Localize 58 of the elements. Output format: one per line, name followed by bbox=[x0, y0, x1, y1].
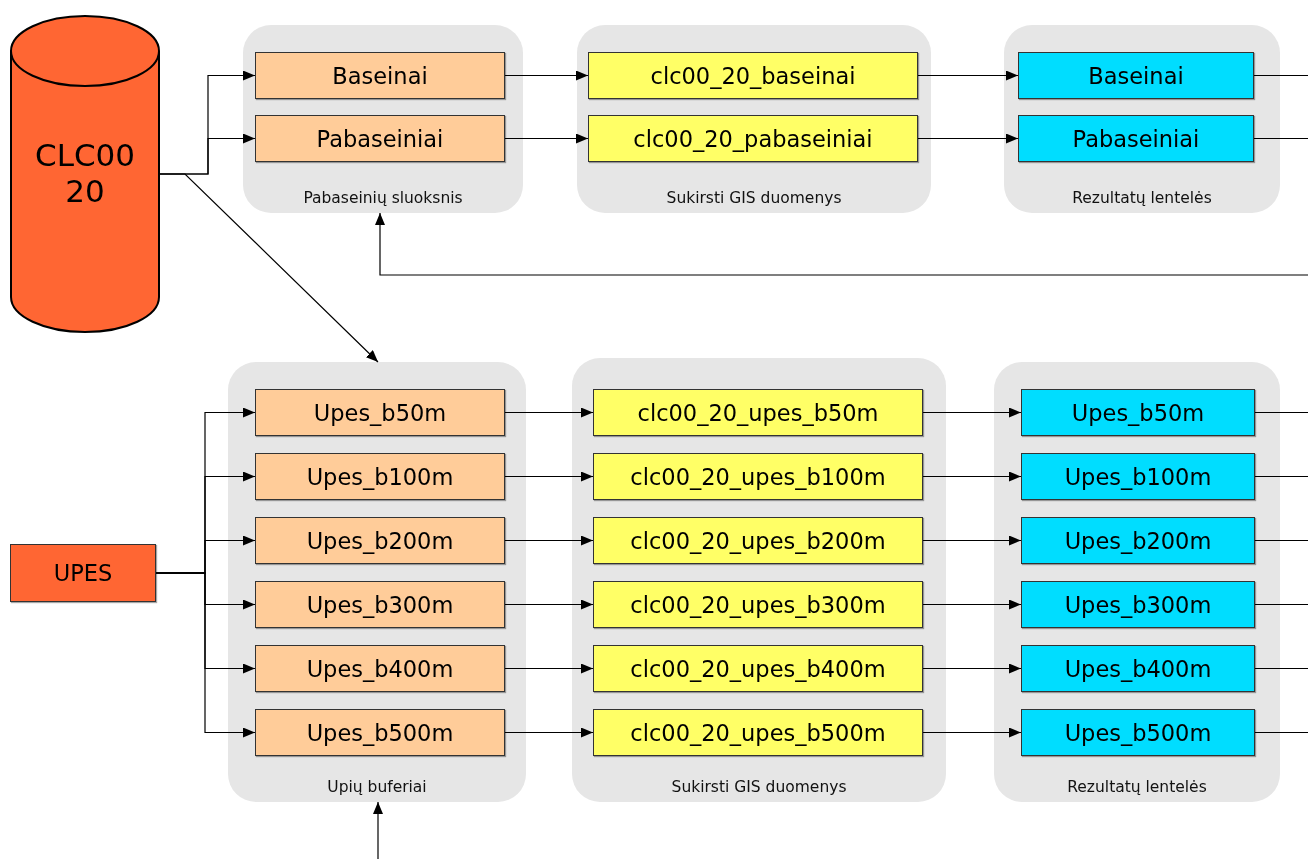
connector-arrow bbox=[917, 133, 1019, 144]
connector-arrow bbox=[922, 407, 1022, 418]
group-panel bbox=[228, 362, 526, 802]
connector-arrow bbox=[504, 133, 589, 144]
group-panel bbox=[994, 362, 1280, 802]
data-box: Upes_b400m bbox=[1021, 645, 1255, 692]
connector-arrow bbox=[504, 727, 594, 738]
data-box: Upes_b50m bbox=[1021, 389, 1255, 436]
data-box: clc00_20_upes_b100m bbox=[593, 453, 923, 500]
data-box: Upes_b300m bbox=[1021, 581, 1255, 628]
connector-arrow bbox=[155, 572, 256, 738]
group-caption: Sukirsti GIS duomenys bbox=[665, 189, 843, 207]
group-panel bbox=[577, 25, 931, 213]
data-box: UPES bbox=[10, 544, 156, 602]
group-panel bbox=[243, 25, 523, 213]
data-box: Upes_b100m bbox=[1021, 453, 1255, 500]
data-box: clc00_20_baseinai bbox=[588, 52, 918, 99]
connector-arrow bbox=[504, 471, 594, 482]
connector-arrow bbox=[504, 535, 594, 546]
connector-arrow bbox=[375, 212, 1308, 276]
group-caption: Upių buferiai bbox=[326, 778, 428, 796]
connector-arrow bbox=[917, 70, 1019, 81]
data-box: Pabaseiniai bbox=[1018, 115, 1254, 162]
group-caption: Rezultatų lentelės bbox=[1066, 778, 1208, 796]
group-caption: Pabaseinių sluoksnis bbox=[302, 189, 464, 207]
data-box: Upes_b100m bbox=[255, 453, 505, 500]
data-box: Upes_b500m bbox=[255, 709, 505, 756]
connector-arrow bbox=[922, 663, 1022, 674]
database-label: CLC00 20 bbox=[34, 138, 136, 210]
connector-arrow bbox=[159, 173, 379, 363]
connector-arrow bbox=[922, 727, 1022, 738]
connector-arrow bbox=[922, 535, 1022, 546]
connector-arrow bbox=[504, 407, 594, 418]
group-panel bbox=[572, 358, 946, 802]
connector-arrow bbox=[922, 471, 1022, 482]
data-box: Upes_b500m bbox=[1021, 709, 1255, 756]
group-panel bbox=[1004, 25, 1280, 213]
data-box: clc00_20_upes_b50m bbox=[593, 389, 923, 436]
data-box: clc00_20_upes_b200m bbox=[593, 517, 923, 564]
connector-arrow bbox=[504, 663, 594, 674]
connector-arrow bbox=[504, 70, 589, 81]
data-box: Upes_b400m bbox=[255, 645, 505, 692]
data-box: Baseinai bbox=[1018, 52, 1254, 99]
data-box: clc00_20_upes_b400m bbox=[593, 645, 923, 692]
data-box: Pabaseiniai bbox=[255, 115, 505, 162]
data-box: Upes_b300m bbox=[255, 581, 505, 628]
group-caption: Sukirsti GIS duomenys bbox=[670, 778, 848, 796]
data-box: Upes_b200m bbox=[1021, 517, 1255, 564]
data-box: clc00_20_upes_b300m bbox=[593, 581, 923, 628]
connector-arrow bbox=[922, 599, 1022, 610]
group-caption: Rezultatų lentelės bbox=[1071, 189, 1213, 207]
data-box: Upes_b200m bbox=[255, 517, 505, 564]
data-box: clc00_20_upes_b500m bbox=[593, 709, 923, 756]
data-box: Baseinai bbox=[255, 52, 505, 99]
connector-arrow bbox=[504, 599, 594, 610]
data-box: Upes_b50m bbox=[255, 389, 505, 436]
data-box: clc00_20_pabaseiniai bbox=[588, 115, 918, 162]
connector-arrow bbox=[373, 801, 383, 859]
